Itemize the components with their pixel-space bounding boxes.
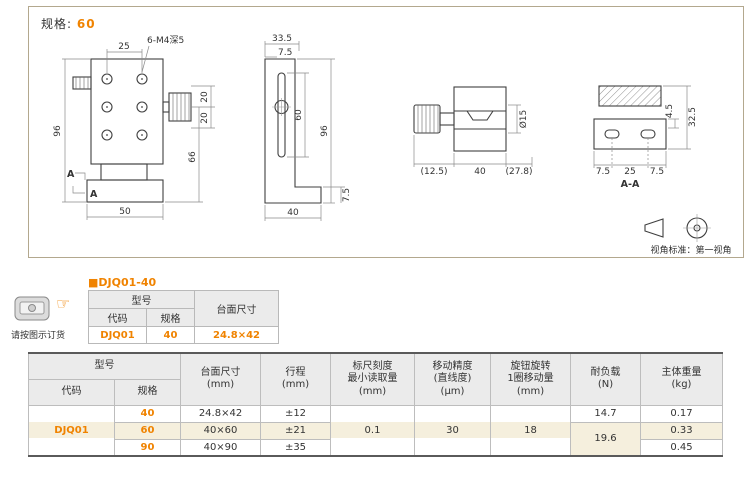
- spec-label: 规格:: [41, 17, 73, 31]
- header-model: 型号: [28, 352, 181, 380]
- order-caption: 请按图示订货: [10, 331, 65, 341]
- order-table: 型号 台面尺寸 代码 规格 DJQ01 40 24.8×42: [88, 290, 279, 344]
- dim-foot-thickness: 7.5: [342, 188, 352, 202]
- dim-overhang-right: (27.8): [505, 167, 532, 177]
- cell-size-90: 40×90: [180, 438, 261, 457]
- section-mark-a2: A: [90, 189, 98, 200]
- dim-slot-pitch: 25: [624, 167, 635, 177]
- side-view-drawing: 33.5 7.5 60 96 40 7.5: [264, 34, 352, 221]
- header-load: 耐负载 (N): [570, 352, 641, 406]
- dim-body-66: 66: [188, 151, 198, 163]
- front-view-drawing: 25 6-M4深5 96 20 20 66 50 A A: [53, 35, 215, 220]
- subheader-spec: 规格: [114, 378, 181, 406]
- plan-view-drawing: (12.5) 40 (27.8) Ø15: [413, 86, 533, 177]
- order-code-value: DJQ01: [88, 326, 147, 344]
- cell-size-60: 40×60: [180, 421, 261, 440]
- cell-spec-60: 60: [114, 421, 181, 440]
- dim-knob-diameter: Ø15: [518, 110, 529, 129]
- section-mark-a1: A: [67, 169, 75, 180]
- order-subheader-code: 代码: [88, 308, 147, 327]
- order-header-size: 台面尺寸: [194, 290, 279, 327]
- order-data-row: DJQ01 40 24.8×42: [88, 326, 279, 344]
- cell-weight-60: 0.33: [640, 421, 723, 440]
- dim-height-96: 96: [53, 125, 63, 137]
- subheader-code: 代码: [28, 378, 115, 406]
- dim-hole-pitch: 25: [118, 42, 129, 52]
- dim-lip-7-5: 7.5: [278, 48, 292, 58]
- dim-total-32-5: 32.5: [688, 107, 698, 127]
- cell-scale: 0.1: [330, 404, 415, 457]
- cell-weight-40: 0.17: [640, 404, 723, 423]
- dim-foot-40: 40: [287, 208, 299, 218]
- section-label: A-A: [621, 179, 640, 190]
- dim-body-40: 40: [474, 167, 486, 177]
- cell-travel-60: ±21: [260, 421, 331, 440]
- order-spec-value: 40: [146, 326, 195, 344]
- pointing-hand-icon: ☞: [56, 294, 71, 313]
- cell-travel-40: ±12: [260, 404, 331, 423]
- dim-edge-right: 7.5: [650, 167, 664, 177]
- cell-travel-90: ±35: [260, 438, 331, 457]
- dim-travel-down: 20: [200, 112, 210, 124]
- order-header-model: 型号: [88, 290, 195, 309]
- dim-travel-up: 20: [200, 91, 210, 103]
- hole-thread-note: 6-M4深5: [147, 35, 184, 46]
- cell-load-60-90: 19.6: [570, 421, 641, 457]
- dim-base-50: 50: [119, 207, 131, 217]
- table-row-40: DJQ01 40 24.8×42 ±12 0.1 30 18 14.7 0.17: [28, 404, 723, 457]
- header-accuracy: 移动精度 (直线度) (μm): [414, 352, 491, 406]
- dim-overhang-left: (12.5): [420, 167, 447, 177]
- header-scale: 标尺刻度 最小读取量 (mm): [330, 352, 415, 406]
- view-standard-note: 视角标准：第一视角: [650, 244, 731, 256]
- table-row-90: 90 40×90 ±35 0.45: [29, 438, 723, 457]
- section-view-drawing: 7.5 25 7.5 4.5 32.5 A-A: [593, 85, 698, 190]
- cell-accuracy: 30: [414, 404, 491, 457]
- cell-size-40: 24.8×42: [180, 404, 261, 423]
- device-icon: [14, 296, 50, 321]
- dim-slot-60: 60: [294, 109, 304, 121]
- projection-symbol: 视角标准：第一视角: [644, 214, 732, 256]
- cell-spec-90: 90: [114, 438, 181, 457]
- spec-value: 60: [76, 17, 96, 31]
- cell-code: DJQ01: [28, 404, 115, 457]
- spec-line: 规格: 60: [41, 15, 96, 32]
- order-subheader-spec: 规格: [146, 308, 195, 327]
- drawing-panel: 规格: 60: [28, 6, 744, 258]
- cell-spec-40: 40: [114, 404, 181, 423]
- cell-knob: 18: [490, 404, 571, 457]
- cell-weight-90: 0.45: [640, 438, 723, 457]
- technical-drawing: 25 6-M4深5 96 20 20 66 50 A A: [53, 34, 732, 256]
- header-weight: 主体重量 (kg): [640, 352, 723, 406]
- product-code-title: ■DJQ01-40: [88, 276, 157, 289]
- header-size: 台面尺寸 (mm): [180, 352, 261, 406]
- dim-side-height-96: 96: [320, 125, 330, 137]
- cell-load-40: 14.7: [570, 404, 641, 423]
- header-knob: 旋钮旋转 1圈移动量 (mm): [490, 352, 571, 406]
- dim-depth-33-5: 33.5: [272, 34, 292, 44]
- dim-step-4-5: 4.5: [665, 104, 675, 118]
- order-method-icon: [12, 292, 52, 327]
- spec-table: 型号 台面尺寸 (mm) 行程 (mm) 标尺刻度 最小读取量 (mm) 移动精…: [28, 352, 723, 457]
- dim-edge-left: 7.5: [596, 167, 610, 177]
- order-size-value: 24.8×42: [194, 326, 279, 344]
- header-travel: 行程 (mm): [260, 352, 331, 406]
